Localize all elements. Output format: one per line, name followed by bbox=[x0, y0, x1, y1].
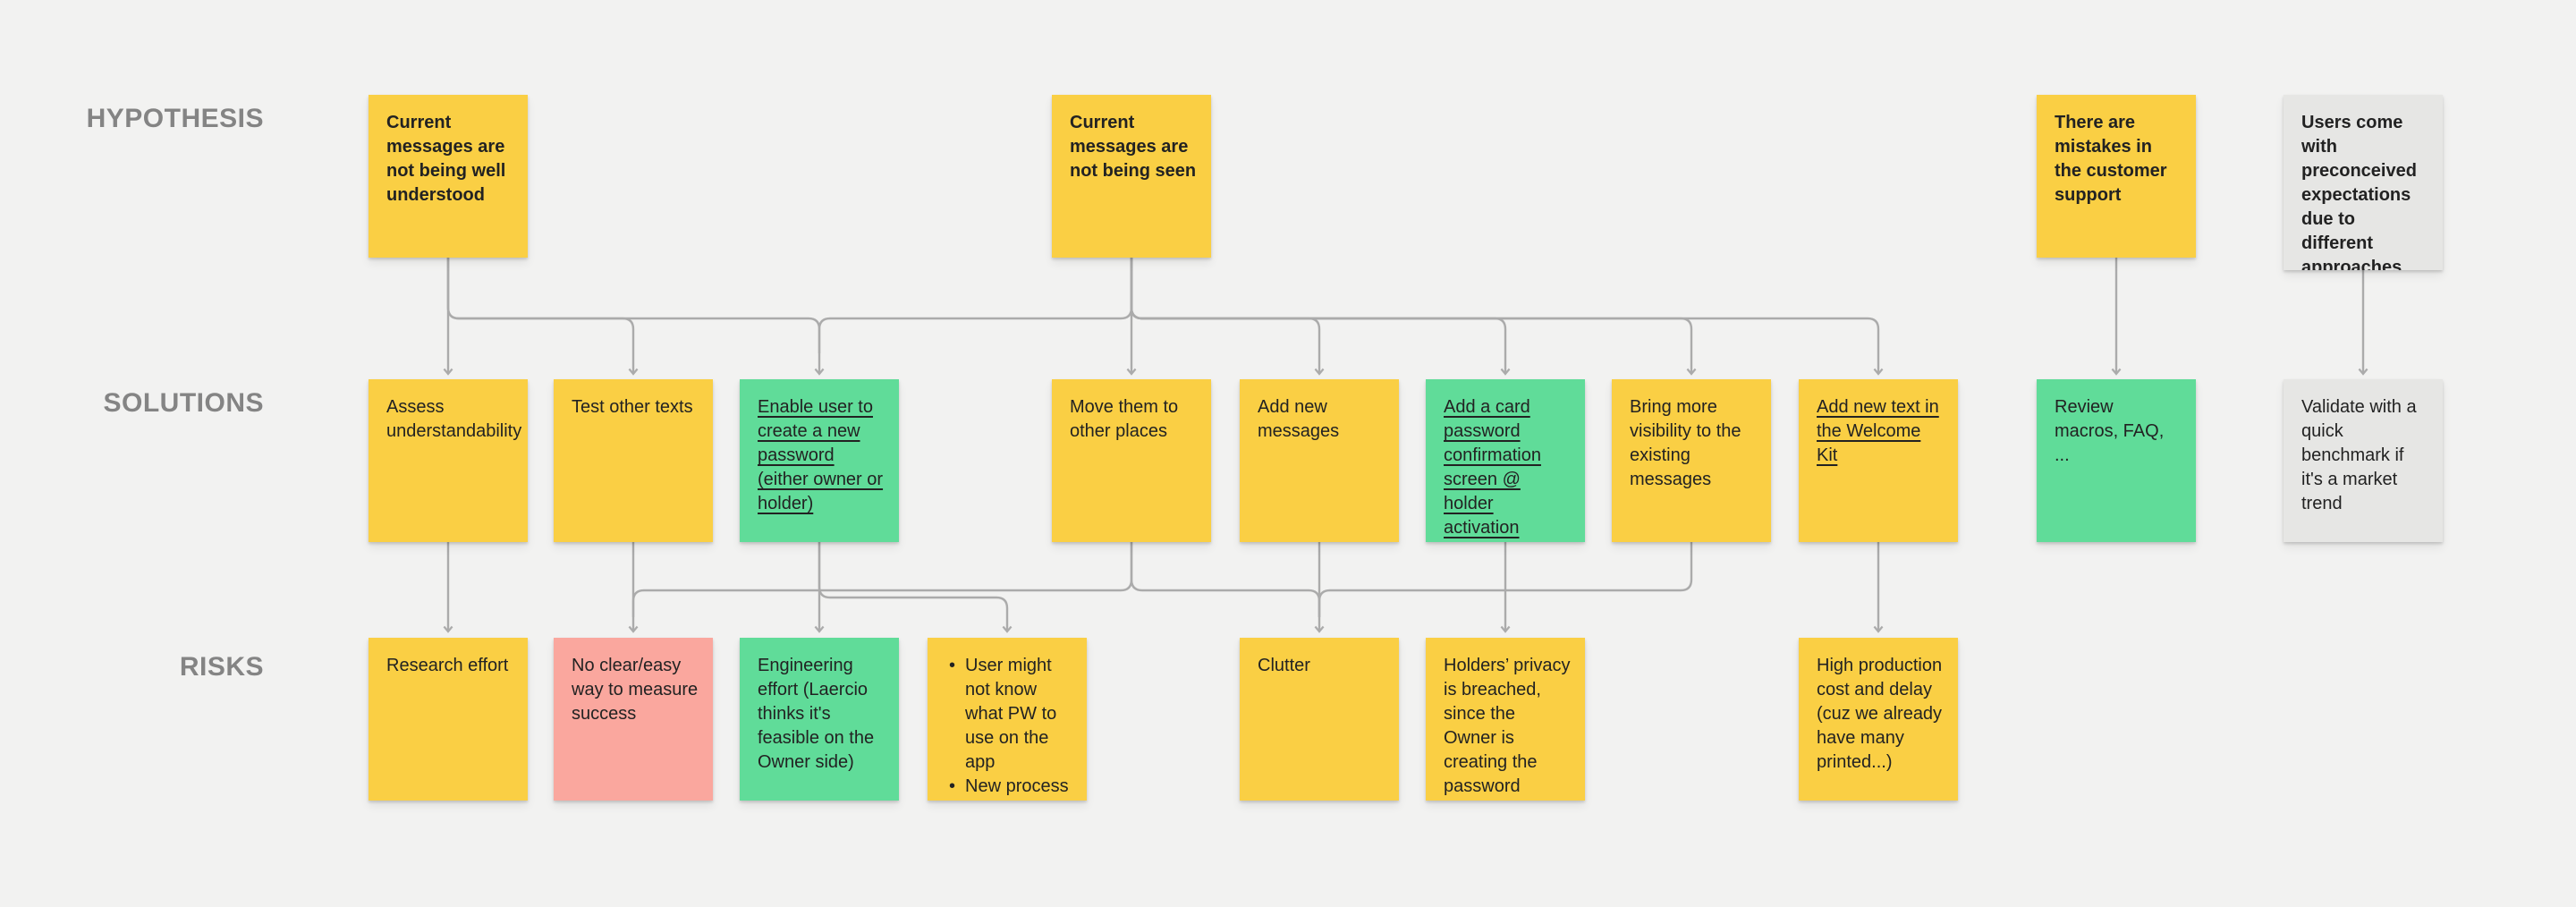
row-label-hypothesis: HYPOTHESIS bbox=[86, 104, 264, 133]
sticky-note-risk-clutter[interactable]: Clutter bbox=[1240, 638, 1399, 801]
sticky-note-solution-move-them[interactable]: Move them to other places bbox=[1052, 379, 1211, 542]
sticky-note-hypothesis-not-seen[interactable]: Current messages are not being seen bbox=[1052, 95, 1211, 258]
connector-h1-s2[interactable] bbox=[446, 258, 639, 376]
sticky-note-hypothesis-support-mistakes[interactable]: There are mistakes in the customer suppo… bbox=[2037, 95, 2196, 258]
sticky-note-solution-assess-understandability[interactable]: Assess understandability bbox=[369, 379, 528, 542]
sticky-note-solution-validate-benchmark[interactable]: Validate with a quick benchmark if it's … bbox=[2284, 379, 2443, 542]
connector-s4-r2[interactable] bbox=[631, 542, 1133, 617]
sticky-note-solution-create-new-password[interactable]: Enable user to create a new password (ei… bbox=[740, 379, 899, 542]
sticky-note-risk-research-effort[interactable]: Research effort bbox=[369, 638, 528, 801]
risk-bullet-item: User might not know what PW to use on th… bbox=[949, 654, 1072, 775]
connector-h2-s3[interactable] bbox=[818, 258, 1133, 353]
sticky-note-risk-pw-confusion[interactable]: User might not know what PW to use on th… bbox=[928, 638, 1087, 801]
sticky-note-solution-card-password-confirmation[interactable]: Add a card password confirmation screen … bbox=[1426, 379, 1585, 542]
sticky-note-solution-test-other-texts[interactable]: Test other texts bbox=[554, 379, 713, 542]
sticky-note-hypothesis-not-understood[interactable]: Current messages are not being well unde… bbox=[369, 95, 528, 258]
connector-s4-r5[interactable] bbox=[1130, 542, 1321, 617]
sticky-note-solution-welcome-kit-text[interactable]: Add new text in the Welcome Kit bbox=[1799, 379, 1958, 542]
sticky-note-solution-bring-visibility[interactable]: Bring more visibility to the existing me… bbox=[1612, 379, 1771, 542]
connector-h2-s5[interactable] bbox=[1130, 258, 1325, 376]
row-label-solutions: SOLUTIONS bbox=[103, 388, 264, 418]
sticky-note-risk-no-clear-measure[interactable]: No clear/easy way to measure success bbox=[554, 638, 713, 801]
sticky-note-risk-engineering-effort[interactable]: Engineering effort (Laercio thinks it's … bbox=[740, 638, 899, 801]
sticky-note-solution-add-new-messages[interactable]: Add new messages bbox=[1240, 379, 1399, 542]
risk-bullet-item: New process for ops bbox=[949, 775, 1072, 801]
connector-s3-r4[interactable] bbox=[818, 542, 1013, 633]
connector-h2-s8[interactable] bbox=[1130, 258, 1884, 376]
row-label-risks: RISKS bbox=[179, 652, 264, 682]
sticky-note-solution-review-macros[interactable]: Review macros, FAQ, ... bbox=[2037, 379, 2196, 542]
sticky-note-risk-production-cost[interactable]: High production cost and delay (cuz we a… bbox=[1799, 638, 1958, 801]
connector-h2-s7[interactable] bbox=[1130, 258, 1697, 376]
sticky-note-hypothesis-preconceived-expectations[interactable]: Users come with preconceived expectation… bbox=[2284, 95, 2443, 270]
sticky-note-risk-holders-privacy[interactable]: Holders’ privacy is breached, since the … bbox=[1426, 638, 1585, 801]
connector-h1-s3[interactable] bbox=[446, 258, 825, 376]
risk-bullet-list: User might not know what PW to use on th… bbox=[945, 654, 1072, 801]
